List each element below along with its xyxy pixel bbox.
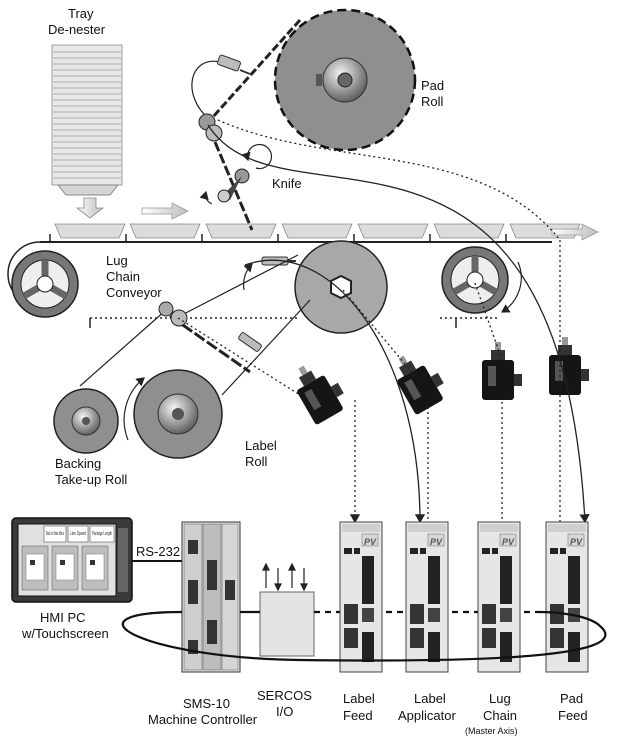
knife-rotation-arrow-icon — [199, 143, 273, 205]
right-sprocket — [441, 246, 522, 314]
hmi-label-line1: HMI PC — [40, 610, 86, 625]
drive-badge: PV — [570, 537, 583, 547]
backing-takeup-roll — [53, 388, 119, 454]
lug-chain-conveyor — [7, 234, 552, 328]
pad-nip-rollers — [198, 113, 223, 142]
applicator-rotation-arrow-icon — [242, 263, 253, 291]
tray — [54, 223, 126, 239]
pad-roll — [273, 8, 417, 152]
sms10-label-line1: SMS-10 — [183, 696, 230, 711]
label-applicator-drum — [294, 240, 388, 334]
pad-sensor-icon — [217, 54, 251, 75]
drive-label-pad-line1: Pad — [560, 691, 583, 706]
drive-label-applicator-line2: Applicator — [398, 708, 456, 723]
sms10-label-line2: Machine Controller — [148, 712, 258, 727]
label-web — [79, 254, 311, 396]
servo-motor — [397, 355, 444, 415]
servo-motor — [297, 365, 344, 425]
conveyor-direction-arrow-icon — [141, 202, 189, 220]
tray-denester — [51, 44, 123, 196]
knife-label: Knife — [272, 176, 302, 191]
tray — [205, 223, 277, 239]
tray-denester-label-line1: Tray — [68, 6, 94, 21]
hmi-label-line2: w/Touchscreen — [21, 626, 109, 641]
tray — [357, 223, 429, 239]
hmi-button-back[interactable] — [43, 525, 67, 543]
drive-badge: PV — [502, 537, 515, 547]
drive-labels: Label Feed Label Applicator Lug Chain (M… — [343, 691, 588, 736]
drive-label-lug-sub: (Master Axis) — [465, 726, 518, 736]
servo-motor — [549, 337, 589, 395]
tray — [433, 223, 505, 239]
hmi-button-line-speed[interactable] — [67, 525, 89, 543]
hmi-button-package-length[interactable] — [89, 525, 115, 543]
tray-denester-label-line2: De-nester — [48, 22, 106, 37]
pad-web — [191, 18, 302, 231]
label-sensor-icon — [238, 332, 262, 352]
knife-blades — [217, 168, 250, 203]
servo-drive: PV — [477, 521, 521, 673]
hmi-button-package-length-text: Package Length — [92, 531, 112, 537]
pad-roll-label-line2: Roll — [421, 94, 444, 109]
drive-label-lug-line2: Chain — [483, 708, 517, 723]
label-roll-label-line2: Roll — [245, 454, 268, 469]
drive-label-applicator-line1: Label — [414, 691, 446, 706]
servo-motors — [297, 337, 589, 425]
lug-chain-conveyor-label-line3: Conveyor — [106, 285, 162, 300]
tray — [129, 223, 201, 239]
label-roll-label-line1: Label — [245, 438, 277, 453]
label-roll — [123, 369, 223, 459]
sercos-label-line1: SERCOS — [257, 688, 312, 703]
rs232-label: RS-232 — [136, 544, 180, 559]
servo-motor — [482, 342, 522, 400]
hmi-button-back-text: Back to Main Menu — [46, 531, 64, 537]
motor-drive-links — [177, 119, 590, 524]
denester-down-arrow-icon — [75, 197, 105, 219]
servo-drive: PV — [405, 521, 449, 673]
sercos-io — [259, 562, 315, 657]
conveyor-trays — [54, 223, 581, 239]
drive-label-pad-line2: Feed — [558, 708, 588, 723]
backing-takeup-label-line2: Take-up Roll — [55, 472, 127, 487]
servo-drive: PV — [339, 521, 383, 673]
exit-arrow-icon — [551, 223, 599, 241]
lug-chain-conveyor-label-line1: Lug — [106, 253, 128, 268]
drive-label-lug-line1: Lug — [489, 691, 511, 706]
pad-roll-label-line1: Pad — [421, 78, 444, 93]
servo-drives: PV PV PV PV — [339, 521, 589, 673]
sms10-controller — [181, 521, 241, 673]
left-sprocket — [11, 250, 79, 318]
drive-label-feed-line1: Label — [343, 691, 375, 706]
servo-drive: PV — [545, 521, 589, 673]
hmi-pc: Back to Main Menu Line Speed Package Len… — [11, 517, 133, 603]
sercos-label-line2: I/O — [276, 704, 293, 719]
lug-chain-conveyor-label-line2: Chain — [106, 269, 140, 284]
idler-roller — [158, 301, 188, 327]
tray — [281, 223, 353, 239]
hmi-button-line-speed-text: Line Speed — [70, 531, 86, 537]
drive-badge: PV — [364, 537, 377, 547]
drive-label-feed-line2: Feed — [343, 708, 373, 723]
backing-takeup-label-line1: Backing — [55, 456, 101, 471]
drive-badge: PV — [430, 537, 443, 547]
hmi-screen-panels — [21, 545, 109, 591]
sercos-fiber-ring — [121, 610, 607, 662]
